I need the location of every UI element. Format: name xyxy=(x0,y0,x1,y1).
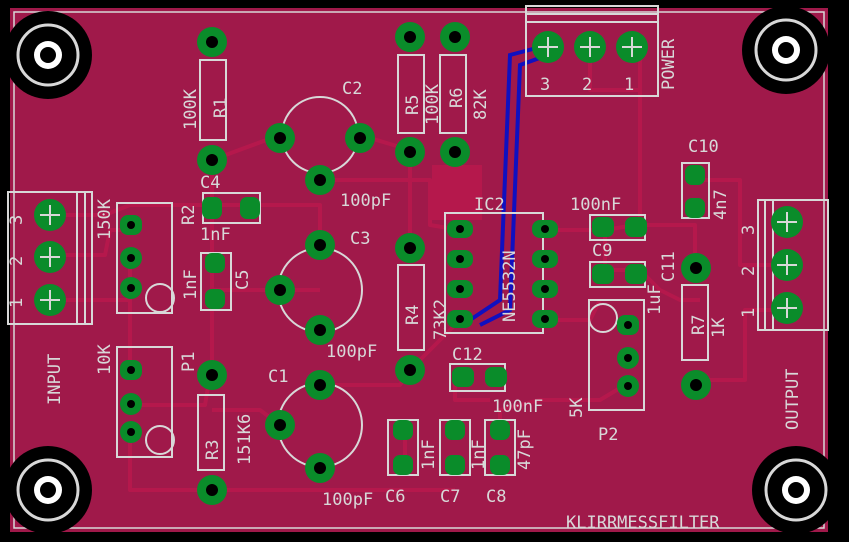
r2-value: 150K xyxy=(95,198,115,240)
c10-ref: C10 xyxy=(688,137,719,157)
r4-value: 73K2 xyxy=(431,299,451,340)
c4-value: 1nF xyxy=(200,225,231,245)
input-label: INPUT xyxy=(45,354,65,405)
ic2-ref: IC2 xyxy=(474,195,505,215)
p1-value: 10K xyxy=(95,344,115,375)
r7-ref: R7 xyxy=(689,315,709,335)
c10-value: 4n7 xyxy=(711,189,731,220)
power-connector xyxy=(525,5,659,97)
power-pin-2: 2 xyxy=(582,75,592,95)
r6-value: 82K xyxy=(471,89,491,120)
mounting-hole-top-left xyxy=(4,11,92,99)
c1-ref: C1 xyxy=(268,367,288,387)
c5-value: 1nF xyxy=(181,269,201,300)
p2-ref: P2 xyxy=(598,425,618,445)
r5-ref: R5 xyxy=(403,95,423,115)
pads xyxy=(34,22,803,505)
c9-ref: C9 xyxy=(592,241,612,261)
c12-value: 100nF xyxy=(492,397,543,417)
c2-value: 100pF xyxy=(340,191,391,211)
mounting-hole-bottom-right xyxy=(752,446,840,534)
c7-value: 1nF xyxy=(469,439,489,470)
mounting-hole-top-right xyxy=(742,6,830,94)
c1-value: 100pF xyxy=(322,490,373,510)
screw-marks xyxy=(40,37,797,318)
input-connector xyxy=(7,191,93,325)
c3-value: 100pF xyxy=(326,342,377,362)
c6-value: 1nF xyxy=(419,439,439,470)
r4-ref: R4 xyxy=(403,305,423,325)
drills xyxy=(127,31,702,496)
ic2-value: NE5532N xyxy=(500,250,520,322)
power-label: POWER xyxy=(659,38,679,90)
p1-ref: P1 xyxy=(179,352,199,372)
output-pin-2: 2 xyxy=(739,266,759,276)
c8-ref: C8 xyxy=(486,487,506,507)
c12-ref: C12 xyxy=(452,345,483,365)
output-pin-3: 3 xyxy=(739,225,759,235)
r3-value: 151K6 xyxy=(235,414,255,465)
mounting-hole-bottom-left xyxy=(4,446,92,534)
c5-ref: C5 xyxy=(233,270,253,290)
c2-ref: C2 xyxy=(342,79,362,99)
component-outlines xyxy=(116,54,710,476)
r1-ref: R1 xyxy=(211,98,231,118)
output-pin-1: 1 xyxy=(739,308,759,318)
labels: KLIRRMESSFILTER INPUT 3 2 1 OUTPUT 3 2 1… xyxy=(7,38,803,533)
board-title: KLIRRMESSFILTER xyxy=(566,513,720,533)
board-outline xyxy=(13,11,825,529)
input-pin-1: 1 xyxy=(7,298,27,308)
output-label: OUTPUT xyxy=(783,369,803,430)
c9-value: 100nF xyxy=(570,195,621,215)
power-pin-3: 3 xyxy=(540,75,550,95)
r7-value: 1K xyxy=(709,317,729,338)
c8-value: 47pF xyxy=(515,429,535,470)
input-pin-3: 3 xyxy=(7,215,27,225)
r5-value: 100K xyxy=(423,83,443,125)
r2-ref: R2 xyxy=(179,205,199,225)
r3-ref: R3 xyxy=(203,440,223,460)
traces-bottom xyxy=(468,43,549,327)
c7-ref: C7 xyxy=(440,487,460,507)
r6-ref: R6 xyxy=(447,88,467,108)
power-pour xyxy=(432,165,482,220)
c3-ref: C3 xyxy=(350,229,370,249)
input-pin-2: 2 xyxy=(7,256,27,266)
power-pin-1: 1 xyxy=(624,75,634,95)
c11-value: 1uF xyxy=(645,284,665,315)
c6-ref: C6 xyxy=(385,487,405,507)
c4-ref: C4 xyxy=(200,173,220,193)
r1-value: 100K xyxy=(181,88,201,130)
p2-value: 5K xyxy=(567,397,587,418)
c11-ref: C11 xyxy=(659,251,679,282)
